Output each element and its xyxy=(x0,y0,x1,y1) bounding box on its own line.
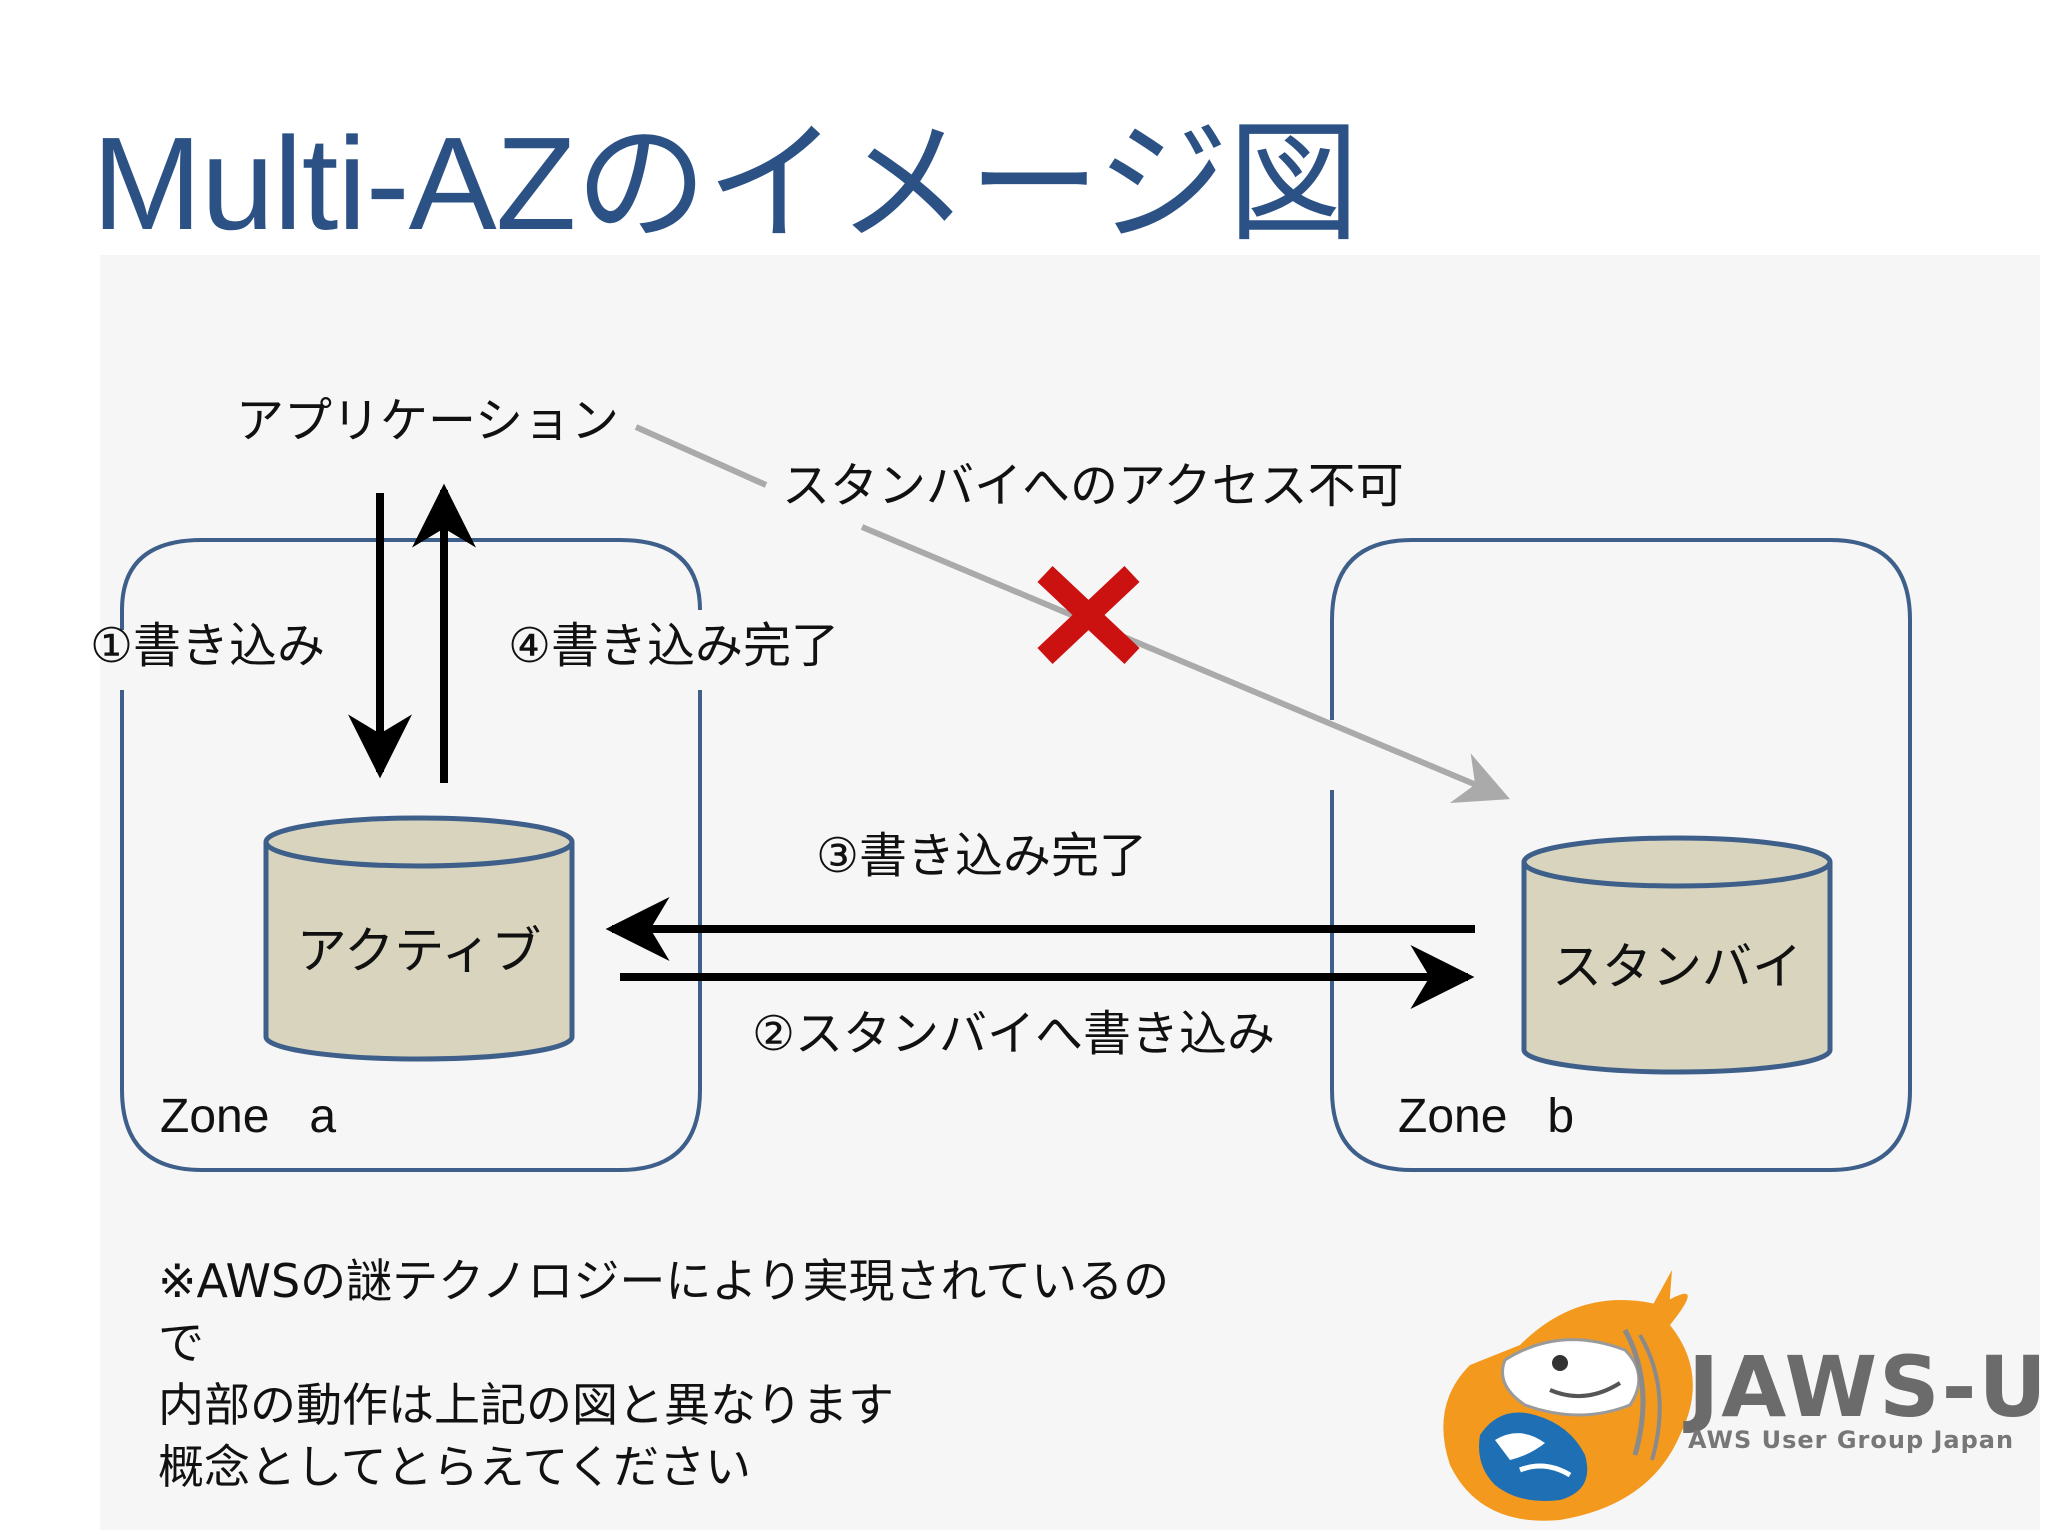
active-db-cylinder xyxy=(263,815,575,1062)
zone-b-box xyxy=(1330,538,1912,1172)
footnote-line: で xyxy=(158,1316,204,1370)
zone-a-label: Zone a xyxy=(160,1090,337,1143)
page-title: Multi-AZのイメージ図 xyxy=(92,110,1360,257)
active-db-label: アクティブ xyxy=(296,922,542,980)
step4-label: ④書き込み完了 xyxy=(508,618,840,674)
standby-db-label: スタンバイ xyxy=(1552,938,1802,996)
footnote-line: 内部の動作は上記の図と異なります xyxy=(158,1378,894,1432)
blocked-access-arrow xyxy=(634,424,1510,804)
zone-a-box xyxy=(120,538,702,1172)
logo-name: JAWS-UG xyxy=(1688,1338,2048,1436)
step2-label: ②スタンバイへ書き込み xyxy=(752,1006,1276,1062)
zone-b-label: Zone b xyxy=(1398,1090,1575,1143)
logo-subtitle: AWS User Group Japan xyxy=(1688,1426,2015,1454)
no-access-label: スタンバイへのアクセス不可 xyxy=(782,458,1404,514)
footnote-line: ※AWSの謎テクノロジーにより実現されているの xyxy=(158,1254,1170,1308)
step1-label: ①書き込み xyxy=(90,618,326,674)
footnote-line: 概念としてとらえてください xyxy=(158,1440,751,1494)
footnote: ※AWSの謎テクノロジーにより実現されているの で 内部の動作は上記の図と異なり… xyxy=(158,1250,1169,1498)
step3-label: ③書き込み完了 xyxy=(816,828,1148,884)
application-label: アプリケーション xyxy=(236,393,620,449)
standby-db-cylinder xyxy=(1521,835,1833,1075)
shark-mascot-icon xyxy=(1443,1270,1693,1521)
blocked-cross-icon xyxy=(1037,565,1140,665)
